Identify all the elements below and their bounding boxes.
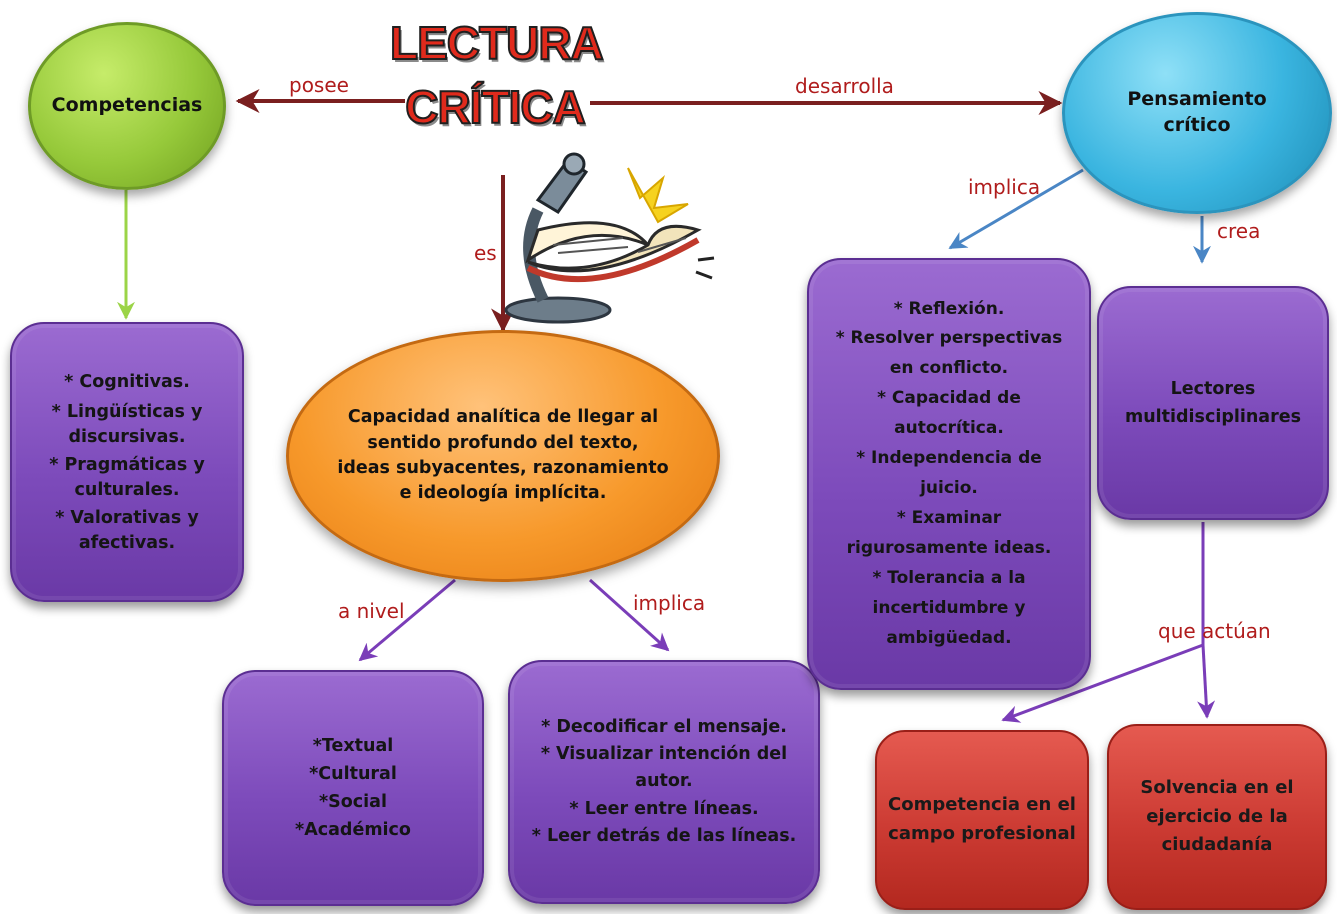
capacidad-line-1: Capacidad analítica de llegar al: [347, 407, 659, 428]
node-lectores: Lectores multidisciplinares: [1097, 286, 1329, 520]
solvencia-line-3: ciudadanía: [1161, 834, 1273, 856]
edge-label-implica-pensamiento: implica: [968, 175, 1040, 199]
edge-label-desarrolla: desarrolla: [795, 74, 894, 98]
nivel-item: *Social: [319, 792, 387, 812]
book-microscope-illustration: [504, 152, 715, 324]
competencias-list-item: * Cognitivas.: [64, 371, 190, 392]
edge-label-crea: crea: [1217, 219, 1260, 243]
edge-que-actuan-left: [1001, 643, 1204, 723]
solvencia-line-1: Solvencia en el: [1140, 776, 1294, 798]
implica-list-item: * Visualizar intención del: [540, 744, 788, 765]
node-competencias-list: * Cognitivas. * Lingüísticas y discursiv…: [10, 322, 244, 602]
lectores-line-2: multidisciplinares: [1124, 407, 1302, 427]
pensamiento-list-item: autocrítica.: [894, 418, 1004, 439]
edge-que-actuan-right: [1197, 644, 1216, 719]
node-pensamiento-list: * Reflexión. * Resolver perspectivas en …: [807, 258, 1091, 690]
node-pensamiento-line-2: crítico: [1163, 114, 1231, 136]
nivel-item: *Cultural: [309, 764, 397, 784]
pensamiento-list-item: ambigüedad.: [886, 627, 1012, 648]
node-competencias-label: Competencias: [51, 94, 203, 117]
capacidad-line-2: sentido profundo del texto,: [367, 432, 639, 453]
implica-list-item: * Leer detrás de las líneas.: [531, 825, 797, 846]
nivel-item: *Textual: [312, 736, 394, 756]
pensamiento-list-item: * Tolerancia a la: [872, 567, 1026, 588]
competencia-profesional-line-1: Competencia en el: [888, 794, 1076, 816]
node-niveles: *Textual *Cultural *Social *Académico: [222, 670, 484, 906]
pensamiento-list-item: rigurosamente ideas.: [846, 537, 1052, 558]
pensamiento-list-item: * Independencia de: [856, 448, 1042, 469]
pensamiento-list-item: * Capacidad de: [877, 388, 1021, 409]
title-line-1: LECTURA: [389, 17, 605, 69]
implica-list-item: * Decodificar el mensaje.: [541, 717, 787, 738]
node-pensamiento-line-1: Pensamiento: [1127, 88, 1267, 111]
competencias-list-item: culturales.: [74, 479, 180, 500]
edge-label-a-nivel: a nivel: [338, 599, 405, 623]
pensamiento-list-item: en conflicto.: [889, 358, 1009, 379]
edge-a-nivel: [358, 578, 456, 662]
competencias-list-item: afectivas.: [78, 532, 176, 553]
node-pensamiento-critico: Pensamiento crítico: [1062, 12, 1332, 214]
pensamiento-list-item: * Examinar: [896, 507, 1002, 528]
pensamiento-list-item: * Resolver perspectivas: [835, 328, 1063, 349]
node-capacidad-analitica: Capacidad analítica de llegar al sentido…: [286, 330, 720, 582]
solvencia-line-2: ejercicio de la: [1146, 805, 1288, 827]
node-competencia-profesional: Competencia en el campo profesional: [875, 730, 1089, 910]
node-implica-list: * Decodificar el mensaje. * Visualizar i…: [508, 660, 820, 904]
edge-implica-pensamiento: [948, 168, 1084, 250]
edge-label-implica-capacidad: implica: [633, 591, 705, 615]
implica-list-item: * Leer entre líneas.: [569, 798, 759, 819]
capacidad-line-4: e ideología implícita.: [399, 483, 607, 504]
edge-label-posee: posee: [289, 73, 349, 97]
implica-list-item: autor.: [635, 771, 693, 792]
competencias-list-item: * Valorativas y: [55, 508, 199, 529]
node-solvencia: Solvencia en el ejercicio de la ciudadan…: [1107, 724, 1327, 910]
competencias-list-item: * Lingüísticas y: [51, 402, 203, 423]
nivel-item: *Académico: [295, 820, 411, 840]
title-line-2: CRÍTICA: [404, 81, 587, 133]
competencias-list-item: * Pragmáticas y: [49, 455, 205, 476]
capacidad-line-3: ideas subyacentes, razonamiento: [337, 458, 669, 478]
node-competencias: Competencias: [28, 22, 226, 190]
competencias-list-item: discursivas.: [68, 426, 186, 447]
competencia-profesional-line-2: campo profesional: [888, 823, 1076, 844]
edge-label-es: es: [474, 241, 497, 265]
edge-implica-capacidad: [588, 578, 670, 652]
pensamiento-list-item: juicio.: [920, 478, 978, 498]
lectores-line-1: Lectores: [1170, 379, 1256, 399]
pensamiento-list-item: * Reflexión.: [893, 298, 1005, 319]
edge-label-que-actuan: que actúan: [1158, 619, 1271, 643]
pensamiento-list-item: incertidumbre y: [872, 597, 1026, 618]
main-title: LECTURA CRÍTICA: [389, 17, 605, 133]
